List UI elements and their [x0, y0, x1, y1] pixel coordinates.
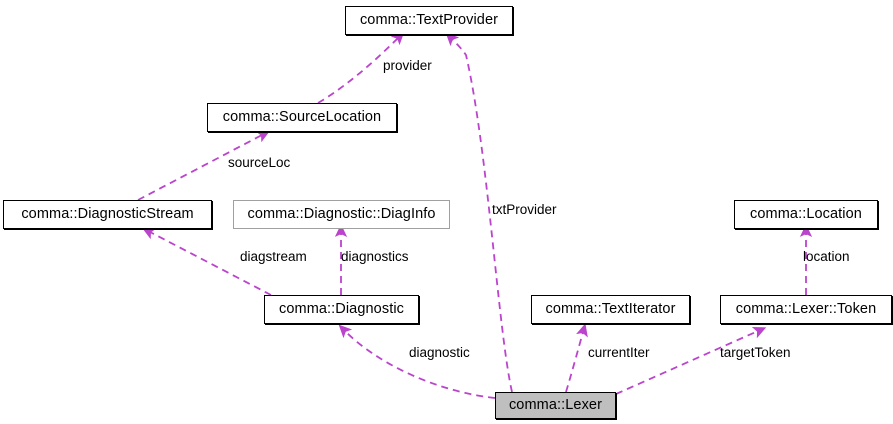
edge-txtProvider — [445, 32, 513, 393]
edge-currentIter — [565, 323, 588, 393]
edge-diagstream — [142, 227, 272, 296]
class-node-textprovider[interactable]: comma::TextProvider — [345, 6, 513, 35]
edge-label-sourceLoc: sourceLoc — [228, 155, 291, 170]
edge-label-diagstream: diagstream — [240, 249, 307, 264]
class-node-textiterator[interactable]: comma::TextIterator — [531, 295, 690, 324]
class-node-label: comma::DiagnosticStream — [21, 206, 194, 223]
class-node-sourcelocation[interactable]: comma::SourceLocation — [207, 103, 397, 132]
class-node-label: comma::Diagnostic — [279, 301, 404, 318]
class-node-lexer[interactable]: comma::Lexer — [495, 392, 616, 419]
class-node-label: comma::Lexer — [508, 397, 603, 414]
edge-label-diagnostics: diagnostics — [341, 249, 409, 264]
class-node-label: comma::Lexer::Token — [735, 301, 877, 318]
edge-label-provider: provider — [383, 58, 432, 73]
edge-label-diagnostic: diagnostic — [409, 345, 470, 360]
edge-label-currentIter: currentIter — [588, 345, 650, 360]
edge-diagnostic — [338, 324, 496, 399]
class-node-location[interactable]: comma::Location — [734, 200, 878, 229]
class-node-lexertoken[interactable]: comma::Lexer::Token — [720, 295, 892, 324]
class-node-label: comma::TextProvider — [359, 12, 499, 29]
edge-label-txtProvider: txtProvider — [492, 202, 557, 217]
edge-label-location: location — [803, 249, 850, 264]
class-node-diagnostic[interactable]: comma::Diagnostic — [264, 295, 419, 324]
class-node-label: comma::TextIterator — [545, 301, 676, 318]
class-node-label: comma::Diagnostic::DiagInfo — [247, 206, 436, 223]
class-node-label: comma::SourceLocation — [222, 109, 382, 126]
edge-targetToken — [615, 327, 767, 395]
edge-label-targetToken: targetToken — [720, 345, 791, 360]
class-node-label: comma::Location — [750, 206, 862, 223]
class-node-diaginfo[interactable]: comma::Diagnostic::DiagInfo — [233, 200, 450, 229]
class-node-diagnosticstream[interactable]: comma::DiagnosticStream — [3, 200, 212, 229]
